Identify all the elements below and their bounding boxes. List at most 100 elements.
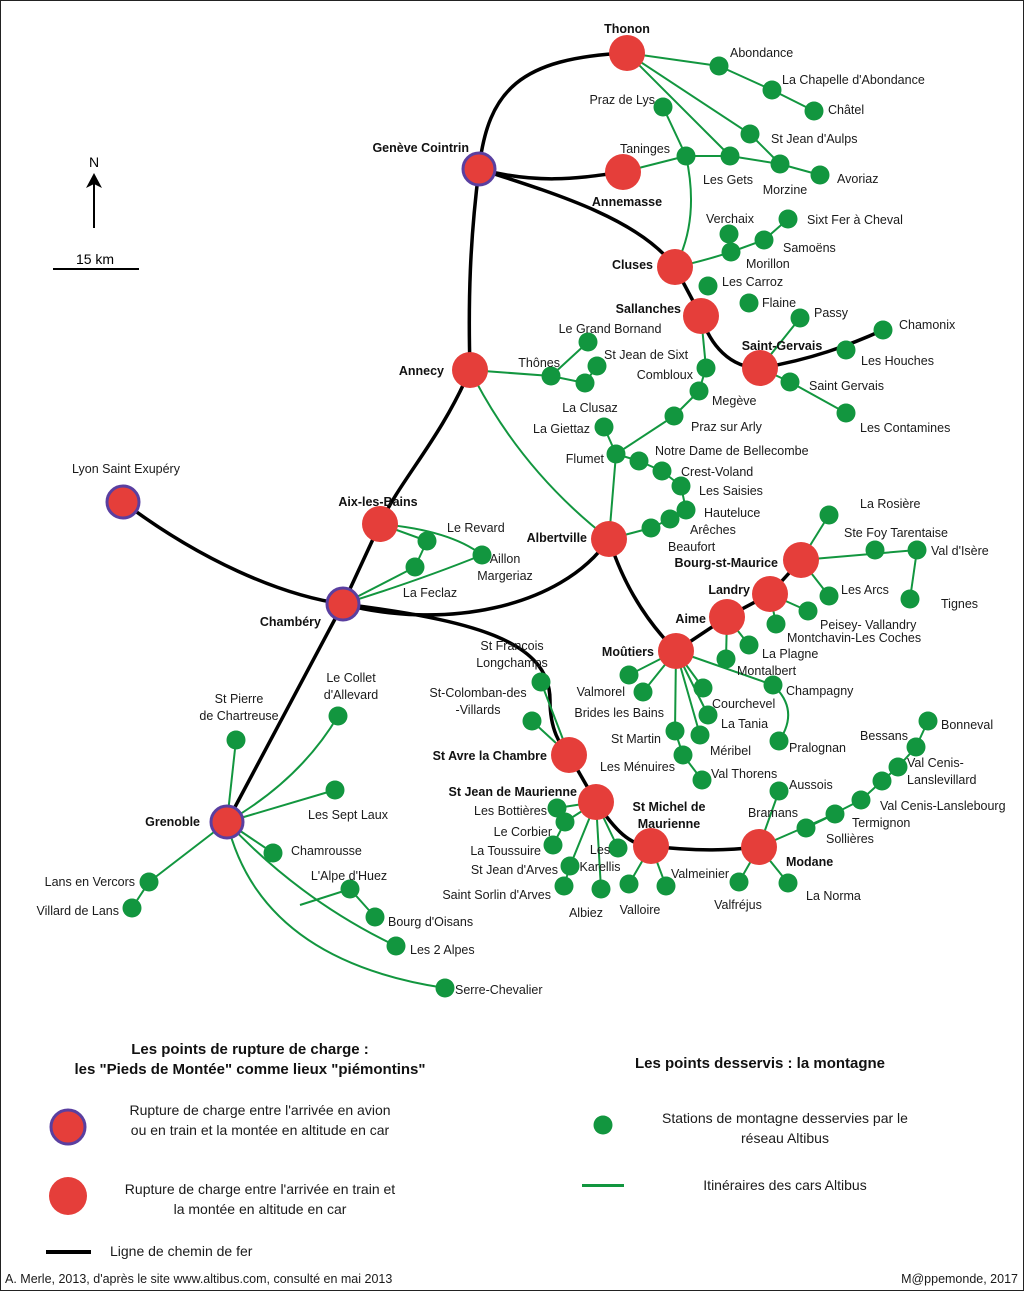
station-le-corbier[interactable] xyxy=(555,812,575,832)
hub-aix[interactable] xyxy=(362,506,398,542)
station-courchevel[interactable] xyxy=(693,678,713,698)
hub-stavre[interactable] xyxy=(551,737,587,773)
station-valmorel[interactable] xyxy=(619,665,639,685)
station-la-norma[interactable] xyxy=(778,873,798,893)
station-la-rosiere[interactable] xyxy=(819,505,839,525)
station-champagny[interactable] xyxy=(763,675,783,695)
hub-modane[interactable] xyxy=(741,829,777,865)
station-morzine[interactable] xyxy=(770,154,790,174)
station-bessans[interactable] xyxy=(906,737,926,757)
station-la-feclaz[interactable] xyxy=(405,557,425,577)
station-st-colomban-des-villards[interactable] xyxy=(522,711,542,731)
station-la-giettaz[interactable] xyxy=(594,417,614,437)
station-val-cenis-lanslebourg[interactable] xyxy=(872,771,892,791)
station-chamrousse[interactable] xyxy=(263,843,283,863)
station-hauteluce[interactable] xyxy=(676,500,696,520)
station-les-gets[interactable] xyxy=(720,146,740,166)
station-megeve[interactable] xyxy=(689,381,709,401)
station-le-revard[interactable] xyxy=(417,531,437,551)
station-combloux[interactable] xyxy=(696,358,716,378)
station-saint-gervais[interactable] xyxy=(780,372,800,392)
hub-lyon[interactable] xyxy=(105,484,141,520)
station-st-jean-d-aulps[interactable] xyxy=(740,124,760,144)
station-st-francois-longchamps[interactable] xyxy=(531,672,551,692)
station-sollieres[interactable] xyxy=(825,804,845,824)
station-valloire[interactable] xyxy=(619,874,639,894)
station-l-alpe-d-huez[interactable] xyxy=(340,879,360,899)
station-brides-les-bains[interactable] xyxy=(633,682,653,702)
station-bourg-d-oisans[interactable] xyxy=(365,907,385,927)
station-ste-foy-tarentaise[interactable] xyxy=(865,540,885,560)
station-verchaix[interactable] xyxy=(719,224,739,244)
hub-stjean[interactable] xyxy=(578,784,614,820)
station-val-cenis-lanslevillard[interactable] xyxy=(888,757,908,777)
station-bonneval[interactable] xyxy=(918,711,938,731)
station-passy[interactable] xyxy=(790,308,810,328)
hub-thonon[interactable] xyxy=(609,35,645,71)
hub-aime[interactable] xyxy=(709,599,745,635)
station-praz-de-lys[interactable] xyxy=(653,97,673,117)
station-flumet[interactable] xyxy=(606,444,626,464)
station-st-martin[interactable] xyxy=(665,721,685,741)
station-sixt-fer-a-cheval[interactable] xyxy=(778,209,798,229)
hub-stgervais[interactable] xyxy=(742,350,778,386)
station-les-2-alpes[interactable] xyxy=(386,936,406,956)
station-les-bottieres[interactable] xyxy=(547,798,567,818)
station-thones[interactable] xyxy=(541,366,561,386)
station-notre-dame-de-bellecombe[interactable] xyxy=(629,451,649,471)
station-aussois[interactable] xyxy=(769,781,789,801)
station-saint-sorlin-d-arves[interactable] xyxy=(554,876,574,896)
station-beaufort[interactable] xyxy=(641,518,661,538)
station-montalbert[interactable] xyxy=(716,649,736,669)
station-la-toussuire[interactable] xyxy=(543,835,563,855)
station-les-saisies[interactable] xyxy=(671,476,691,496)
hub-annecy[interactable] xyxy=(452,352,488,388)
hub-landry[interactable] xyxy=(752,576,788,612)
station-pralognan[interactable] xyxy=(769,731,789,751)
station-chatel[interactable] xyxy=(804,101,824,121)
station-le-collet-d-allevard[interactable] xyxy=(328,706,348,726)
station-chamonix[interactable] xyxy=(873,320,893,340)
station-val-d-isere[interactable] xyxy=(907,540,927,560)
station-abondance[interactable] xyxy=(709,56,729,76)
station-les-carroz[interactable] xyxy=(698,276,718,296)
station-morillon[interactable] xyxy=(721,242,741,262)
station-praz-sur-arly[interactable] xyxy=(664,406,684,426)
hub-albertville[interactable] xyxy=(591,521,627,557)
station-les-sept-laux[interactable] xyxy=(325,780,345,800)
station-les-contamines[interactable] xyxy=(836,403,856,423)
hub-stmichel[interactable] xyxy=(633,828,669,864)
station-la-plagne[interactable] xyxy=(739,635,759,655)
station-les-arcs[interactable] xyxy=(819,586,839,606)
station-peisey-vallandry[interactable] xyxy=(798,601,818,621)
station-les-menuires[interactable] xyxy=(673,745,693,765)
station-val-thorens[interactable] xyxy=(692,770,712,790)
station-crest-voland[interactable] xyxy=(652,461,672,481)
hub-grenoble[interactable] xyxy=(209,804,245,840)
station-la-tania[interactable] xyxy=(698,705,718,725)
hub-annemasse[interactable] xyxy=(605,154,641,190)
station-villard-de-lans[interactable] xyxy=(122,898,142,918)
hub-moutiers[interactable] xyxy=(658,633,694,669)
station-st-pierre-de-chartreuse[interactable] xyxy=(226,730,246,750)
station-bramans[interactable] xyxy=(796,818,816,838)
station-st-jean-de-sixt[interactable] xyxy=(587,356,607,376)
station-montchavin-les-coches[interactable] xyxy=(766,614,786,634)
station-valfrejus[interactable] xyxy=(729,872,749,892)
hub-bsm[interactable] xyxy=(783,542,819,578)
station-le-grand-bornand[interactable] xyxy=(578,332,598,352)
station-taninges[interactable] xyxy=(676,146,696,166)
station-termignon[interactable] xyxy=(851,790,871,810)
station-flaine[interactable] xyxy=(739,293,759,313)
station-les-houches[interactable] xyxy=(836,340,856,360)
station-meribel[interactable] xyxy=(690,725,710,745)
station-valmeinier[interactable] xyxy=(656,876,676,896)
hub-sallanches[interactable] xyxy=(683,298,719,334)
station-samoens[interactable] xyxy=(754,230,774,250)
hub-cluses[interactable] xyxy=(657,249,693,285)
hub-geneve[interactable] xyxy=(461,151,497,187)
station-la-clusaz[interactable] xyxy=(575,373,595,393)
station-la-chapelle-d-abondance[interactable] xyxy=(762,80,782,100)
station-serre-chevalier[interactable] xyxy=(435,978,455,998)
station-aillon-margeriaz[interactable] xyxy=(472,545,492,565)
